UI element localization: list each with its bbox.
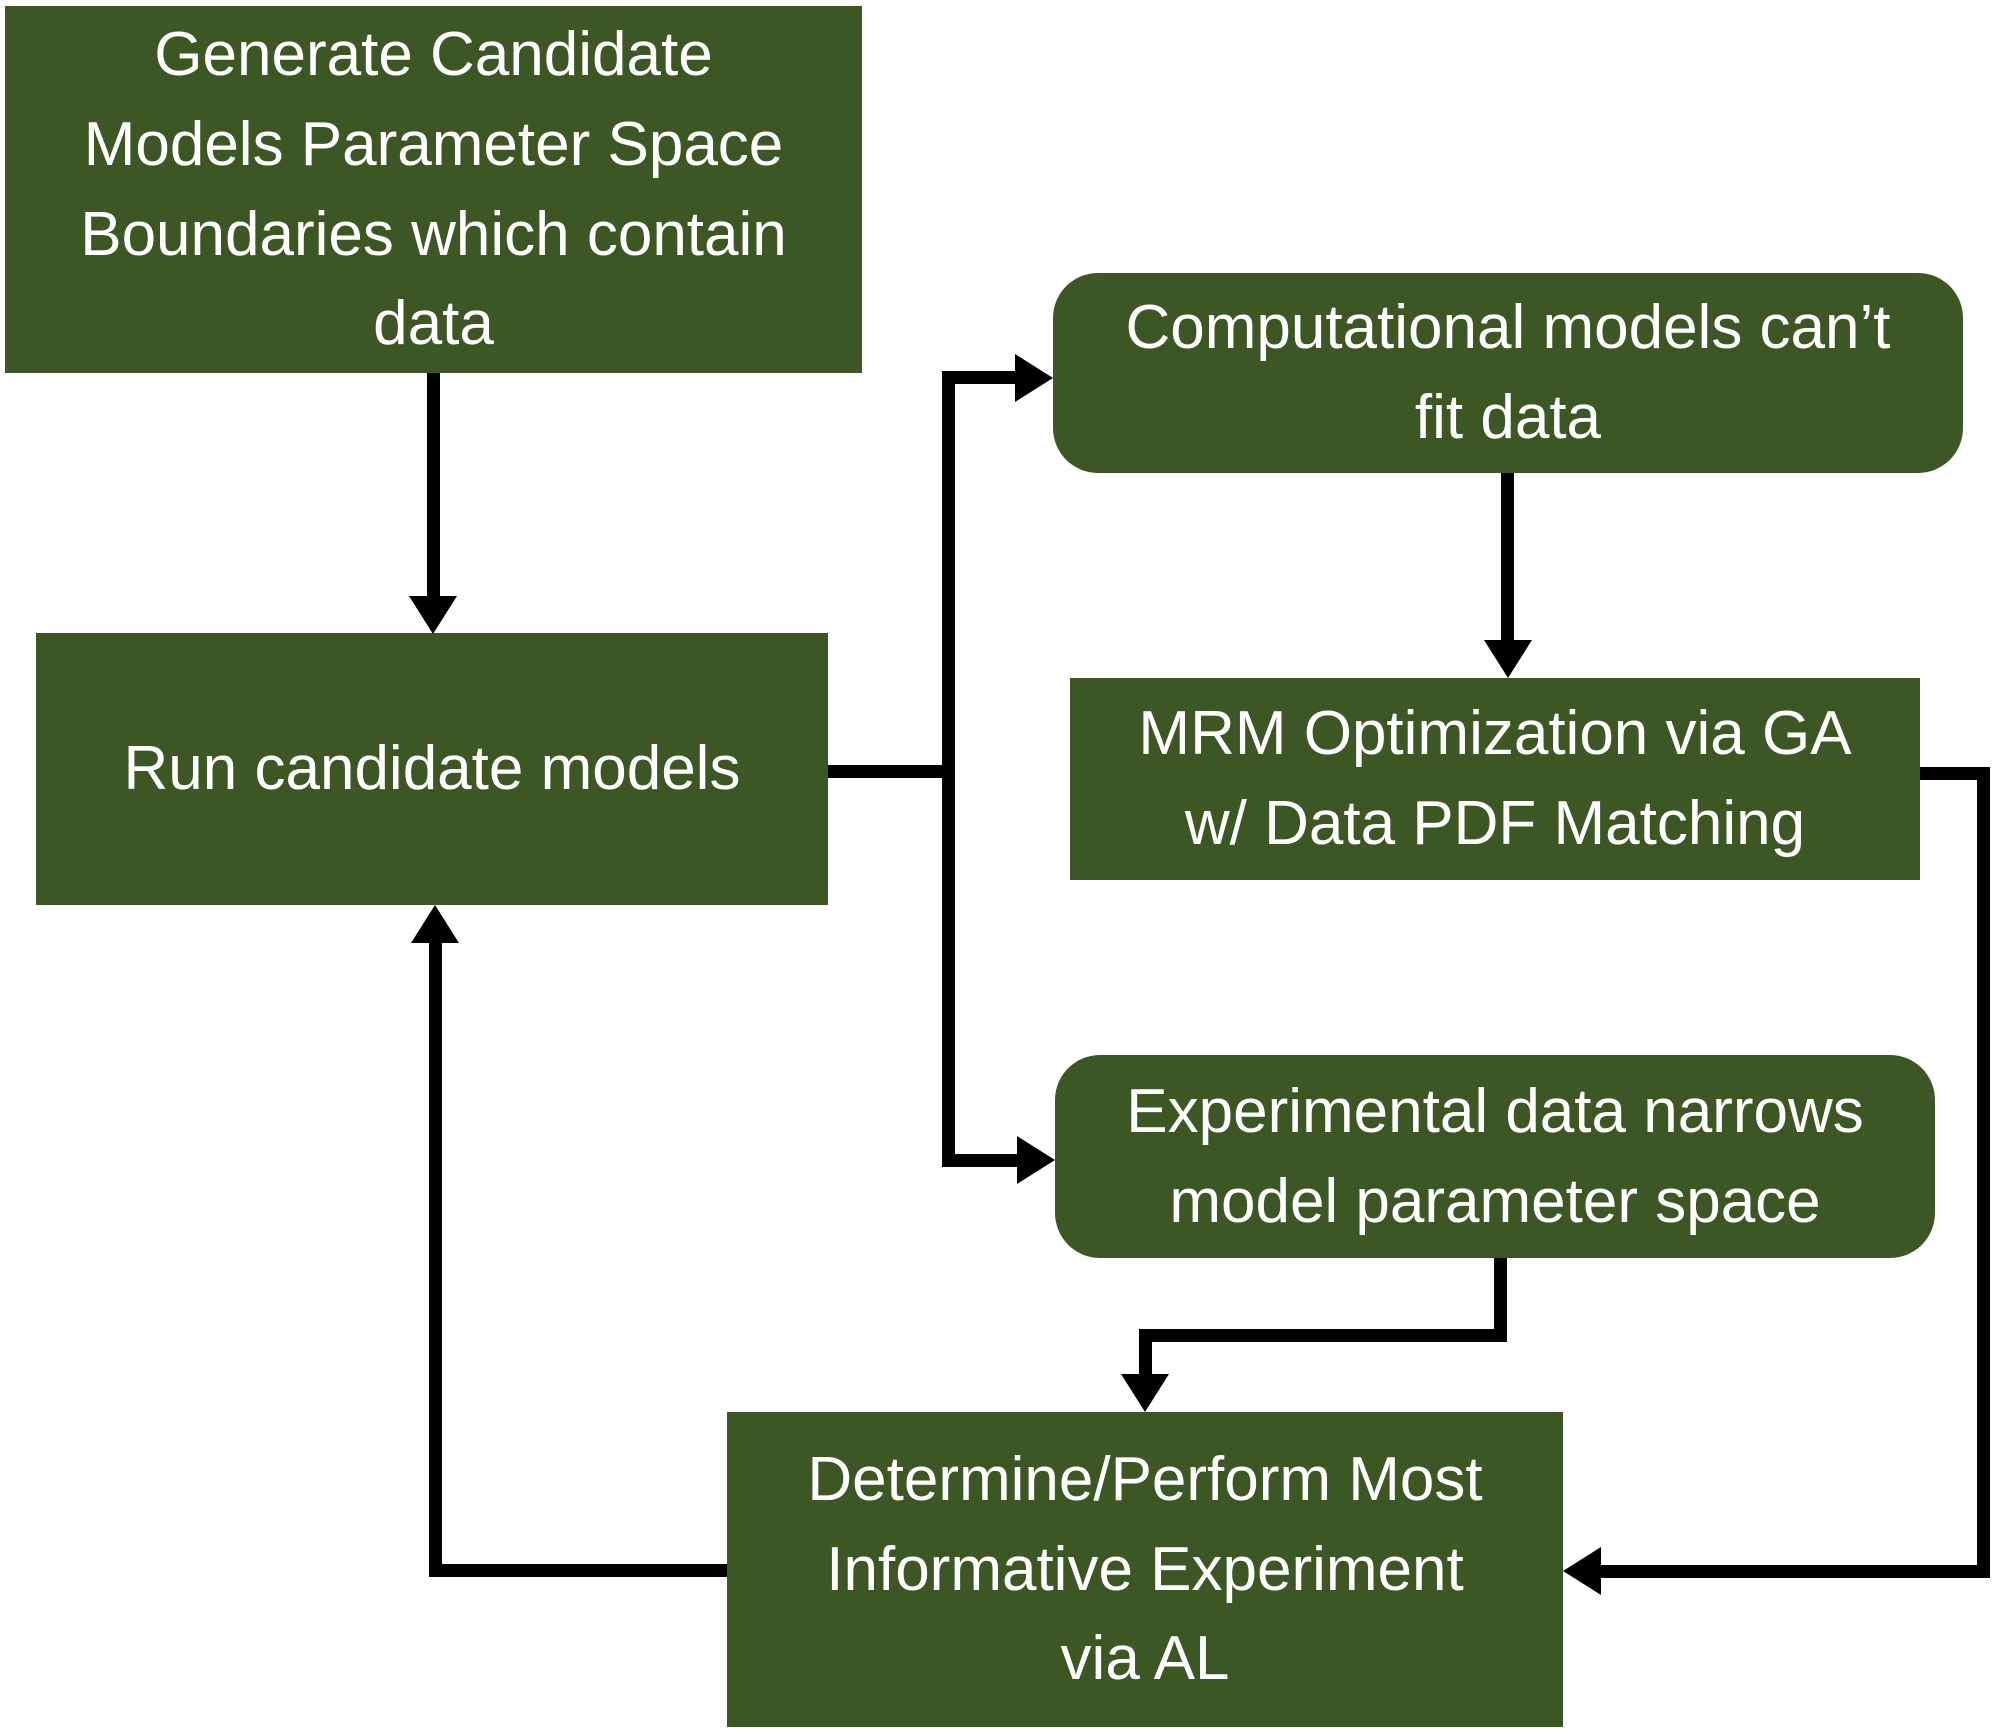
edge-determine-to-run-arrowhead-icon (411, 905, 459, 943)
edge-determine-to-run-horizontal-segment (429, 1564, 727, 1577)
edge-run-to-computational-arrowhead-icon (1015, 354, 1053, 402)
edge-run-to-experimental-segment (942, 1154, 1017, 1167)
edge-run-branch-vertical-segment (942, 371, 955, 1167)
edge-generate-to-run-segment (427, 373, 440, 598)
edge-mrm-to-determine-vertical-segment (1977, 767, 1990, 1578)
edge-computational-to-mrm-segment (1501, 473, 1514, 640)
edge-run-to-experimental-arrowhead-icon (1017, 1136, 1055, 1184)
node-computational-models-cant-fit-label: Computational models can’t fit data (1125, 293, 1891, 452)
node-determine-perform-experiment: Determine/Perform Most Informative Exper… (727, 1412, 1563, 1727)
node-run-candidate-models-label: Run candidate models (123, 734, 741, 804)
edge-experimental-to-determine-drop-segment (1494, 1258, 1507, 1342)
node-mrm-optimization-label: MRM Optimization via GA w/ Data PDF Matc… (1138, 699, 1852, 858)
node-generate-candidate-models: Generate Candidate Models Parameter Spac… (5, 6, 862, 373)
edge-run-branch-horizontal-segment (828, 765, 955, 778)
node-determine-perform-experiment-label: Determine/Perform Most Informative Exper… (807, 1444, 1483, 1694)
edge-experimental-to-determine-arrowhead-icon (1121, 1374, 1169, 1412)
edge-mrm-to-determine-top-segment (1920, 767, 1990, 780)
edge-mrm-to-determine-bottom-segment (1601, 1565, 1990, 1578)
node-run-candidate-models: Run candidate models (36, 633, 828, 905)
edge-run-to-computational-segment (942, 371, 1015, 384)
edge-generate-to-run-arrowhead-icon (409, 596, 457, 634)
edge-experimental-to-determine-horizontal-segment (1139, 1329, 1507, 1342)
node-computational-models-cant-fit: Computational models can’t fit data (1053, 273, 1963, 473)
node-experimental-data-narrows-label: Experimental data narrows model paramete… (1126, 1076, 1864, 1236)
node-experimental-data-narrows: Experimental data narrows model paramete… (1055, 1055, 1935, 1258)
edge-experimental-to-determine-vertical-segment (1139, 1329, 1152, 1374)
edge-determine-to-run-vertical-segment (429, 940, 442, 1577)
node-generate-candidate-models-label: Generate Candidate Models Parameter Spac… (80, 19, 787, 359)
edge-computational-to-mrm-arrowhead-icon (1484, 640, 1532, 678)
node-mrm-optimization: MRM Optimization via GA w/ Data PDF Matc… (1070, 678, 1920, 880)
edge-mrm-to-determine-arrowhead-icon (1563, 1547, 1601, 1595)
